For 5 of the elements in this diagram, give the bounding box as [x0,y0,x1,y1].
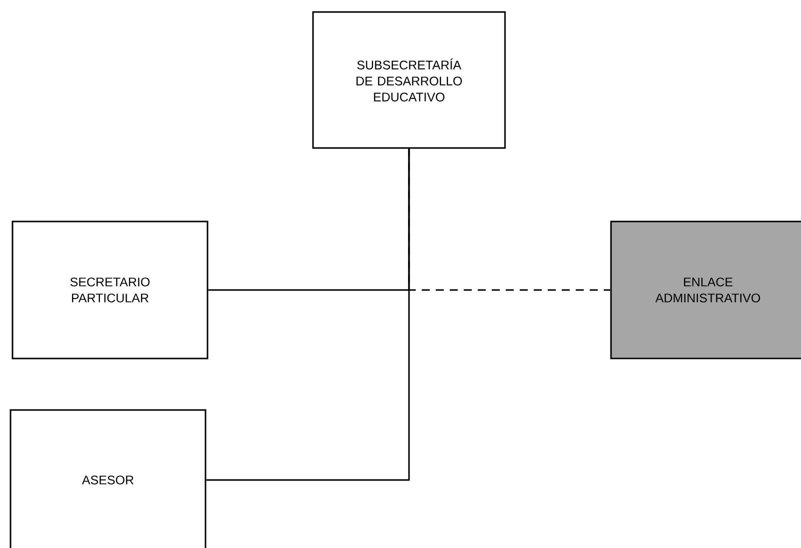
org-box: SUBSECRETARÍA DE DESARROLLO EDUCATIVO [312,11,506,149]
org-box: ASESOR [10,409,206,548]
org-box: ENLACE ADMINISTRATIVO [610,220,801,360]
org-box: SECRETARIO PARTICULAR [12,220,208,360]
connector-line [408,148,610,291]
